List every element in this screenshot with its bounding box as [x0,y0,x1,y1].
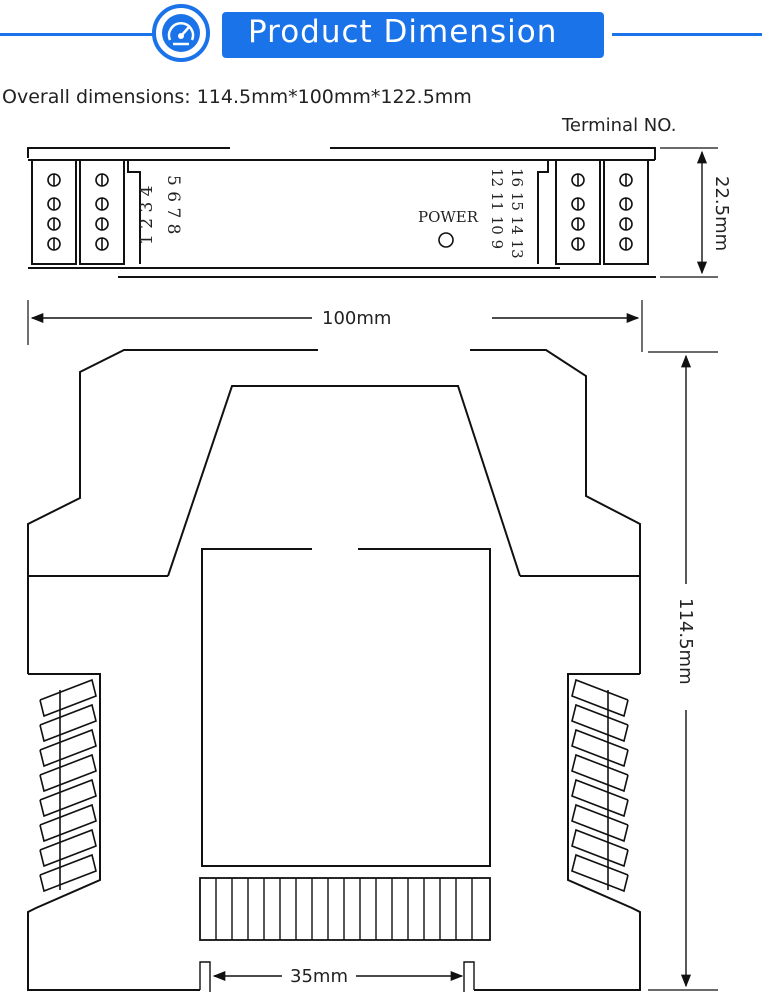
left-screws [47,173,109,251]
left-terminal-block-2 [79,159,125,265]
terminals-left-bottom: 1 2 3 4 [137,186,157,245]
label-window [201,548,491,867]
top-view-outline-top-left [27,147,230,158]
header-rule-right [612,33,762,36]
header-rule-left [0,33,160,36]
front-view [27,300,718,992]
power-led [438,232,454,248]
right-terminal-block-1 [555,159,601,265]
width-dimension-label: 100mm [322,308,391,329]
header-banner: Product Dimension [152,4,608,62]
right-terminal-block-2 [603,159,649,265]
height-dimension-label: 114.5mm [675,598,696,685]
terminals-left-top: 5 6 7 8 [163,175,183,234]
power-label: POWER [418,208,479,226]
left-terminal-block-1 [31,159,77,265]
housing-outline-left [27,349,318,674]
overall-dimensions-text: Overall dimensions: 114.5mm*100mm*122.5m… [2,86,472,108]
housing-outline-bottom-right [474,673,641,991]
top-view-outline-top-right [330,147,656,160]
rail-dimension-label: 35mm [290,966,348,987]
terminals-right-top: 16 15 14 13 [508,168,526,259]
top-view-inner-left [127,160,141,264]
gauge-icon [152,4,210,62]
housing-outline-bottom-left [27,673,200,991]
right-vent-fins [571,678,629,893]
header-title-background [222,12,604,58]
terminals-right-bottom: 12 11 10 9 [488,168,506,249]
left-vent-fins [39,678,97,893]
housing-outline-right [470,349,641,674]
bottom-grill-slats [215,878,473,940]
housing-top-cap [167,385,521,577]
bottom-grill [199,877,491,941]
page-title: Product Dimension [248,14,558,50]
depth-dimension-label: 22.5mm [711,176,732,251]
top-view [27,147,718,278]
top-view-inner-right [537,160,549,264]
terminal-number-label: Terminal NO. [562,115,677,136]
right-screws [571,173,633,251]
